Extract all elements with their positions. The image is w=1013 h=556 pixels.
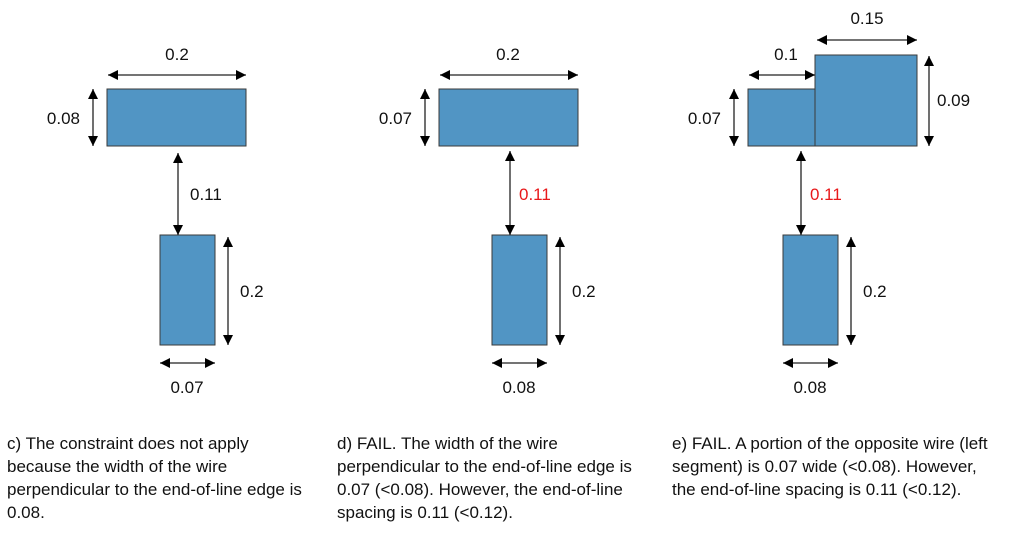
top-left-wire-segment (747, 88, 817, 147)
caption-e: e) FAIL. A portion of the opposite wire … (672, 434, 988, 499)
left-segment-height-label: 0.07 (688, 109, 721, 128)
bottom-height-label: 0.2 (240, 282, 264, 301)
spacing-label: 0.11 (190, 185, 222, 204)
bottom-width-label: 0.07 (170, 378, 203, 397)
top-right-wire-segment (814, 54, 918, 147)
panel-e: 0.1 0.15 0.07 0.09 0.11 0.2 0.08 (688, 9, 970, 397)
top-height-label: 0.07 (379, 109, 412, 128)
caption-c: c) The constraint does not apply because… (7, 434, 302, 522)
top-wire (106, 88, 247, 147)
left-segment-width-label: 0.1 (774, 45, 798, 64)
panel-d: 0.2 0.07 0.11 0.2 0.08 (379, 45, 596, 397)
bottom-wire (159, 234, 216, 346)
right-segment-width-label: 0.15 (850, 9, 883, 28)
bottom-width-label: 0.08 (502, 378, 535, 397)
bottom-wire (491, 234, 548, 346)
spacing-label-violation: 0.11 (519, 185, 551, 204)
bottom-width-label: 0.08 (793, 378, 826, 397)
top-wire (438, 88, 579, 147)
bottom-height-label: 0.2 (863, 282, 887, 301)
top-height-label: 0.08 (47, 109, 80, 128)
caption-d: d) FAIL. The width of the wire perpendic… (337, 434, 632, 522)
bottom-height-label: 0.2 (572, 282, 596, 301)
spacing-label-violation: 0.11 (810, 185, 842, 204)
top-width-label: 0.2 (165, 45, 189, 64)
right-segment-height-label: 0.09 (937, 91, 970, 110)
panel-c: 0.2 0.08 0.11 0.2 0.07 (47, 45, 264, 397)
bottom-wire (782, 234, 839, 346)
top-width-label: 0.2 (496, 45, 520, 64)
